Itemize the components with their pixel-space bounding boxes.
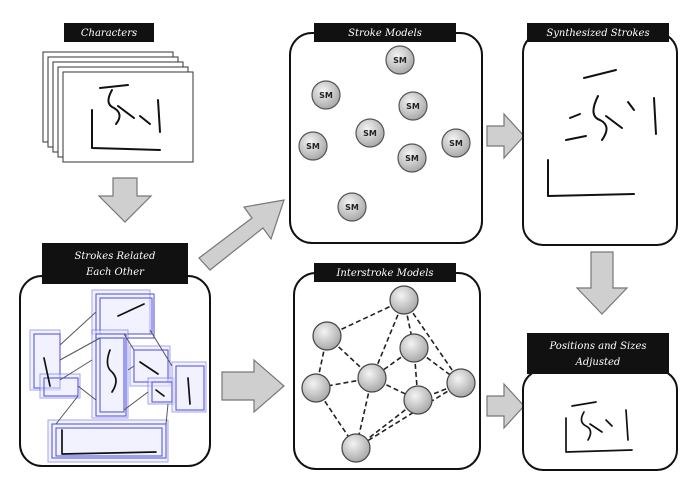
sm-node: SM xyxy=(397,143,427,173)
interstroke-node xyxy=(301,373,331,403)
adjusted-glyph xyxy=(565,401,633,453)
strokes-related-label-bg xyxy=(42,243,188,284)
stroke-box-network xyxy=(29,289,207,463)
sm-node: SM xyxy=(441,128,471,158)
interstroke-node xyxy=(389,285,419,315)
arrow-down-characters xyxy=(97,177,153,223)
svg-text:SM: SM xyxy=(449,139,463,148)
arrow-right-to-interstroke xyxy=(221,358,285,414)
synthesized-strokes-section: Synthesized Strokes xyxy=(522,23,678,246)
interstroke-models-label: Interstroke Models xyxy=(335,268,433,279)
positions-adjusted-panel xyxy=(522,369,678,471)
character-glyph xyxy=(91,84,161,151)
positions-adjusted-label-bg xyxy=(527,333,669,374)
characters-section: Characters xyxy=(42,23,194,163)
synthesized-glyph xyxy=(547,69,657,197)
character-card-stack xyxy=(42,51,194,163)
sm-node: SM xyxy=(385,45,415,75)
svg-text:SM: SM xyxy=(319,91,333,100)
sm-node: SM xyxy=(398,91,428,121)
strokes-related-label-line1: Strokes Related xyxy=(75,251,156,262)
interstroke-models-section: Interstroke Models xyxy=(293,263,481,470)
positions-adjusted-label-line2: Adjusted xyxy=(575,357,621,368)
positions-adjusted-label-line1: Positions and Sizes xyxy=(548,341,646,352)
interstroke-node xyxy=(312,321,342,351)
svg-text:SM: SM xyxy=(393,56,407,65)
stroke-models-section: Stroke Models SM SM SM SM SM SM SM xyxy=(289,23,483,244)
characters-label-bg xyxy=(64,23,154,42)
svg-text:SM: SM xyxy=(405,154,419,163)
svg-text:SM: SM xyxy=(363,129,377,138)
interstroke-node xyxy=(403,385,433,415)
synthesized-strokes-label: Synthesized Strokes xyxy=(546,28,649,39)
svg-text:SM: SM xyxy=(306,142,320,151)
sm-node: SM xyxy=(355,118,385,148)
arrow-right-to-synthesized xyxy=(486,112,525,160)
sm-node: SM xyxy=(337,192,367,222)
interstroke-node xyxy=(357,363,387,393)
stroke-models-label-bg xyxy=(314,23,456,42)
interstroke-node xyxy=(341,433,371,463)
interstroke-node xyxy=(446,368,476,398)
sm-node: SM xyxy=(311,80,341,110)
interstroke-models-panel xyxy=(293,272,481,470)
svg-text:SM: SM xyxy=(345,203,359,212)
sm-node: SM xyxy=(298,131,328,161)
interstroke-node xyxy=(399,333,429,363)
stroke-models-label: Stroke Models xyxy=(348,28,422,39)
synthesized-strokes-panel xyxy=(522,32,678,246)
interstroke-models-label-bg xyxy=(314,263,456,282)
synthesized-strokes-label-bg xyxy=(527,23,669,42)
characters-label: Characters xyxy=(81,28,137,39)
strokes-related-section: Strokes Related Each Other xyxy=(19,243,211,467)
arrow-diagonal-to-stroke-models xyxy=(198,199,285,271)
strokes-related-label-line2: Each Other xyxy=(85,267,145,278)
positions-adjusted-section: Positions and Sizes Adjusted xyxy=(522,333,678,471)
arrow-down-to-positions xyxy=(575,251,629,315)
arrow-right-to-positions xyxy=(486,382,525,430)
svg-text:SM: SM xyxy=(406,102,420,111)
